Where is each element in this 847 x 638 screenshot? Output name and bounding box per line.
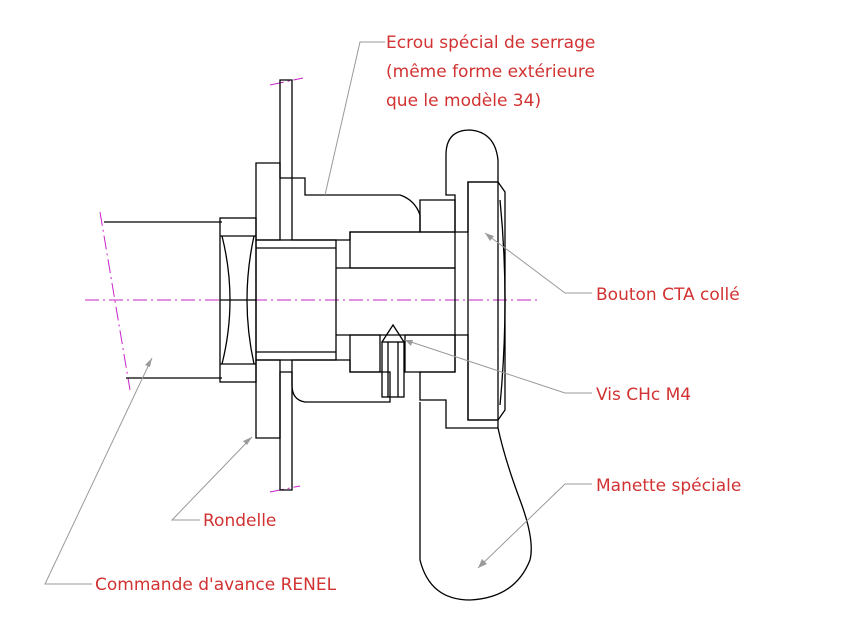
bore <box>336 267 456 336</box>
panel <box>279 79 293 491</box>
label-ecrou-line3: que le modèle 34) <box>386 91 541 111</box>
panel-center-line-bottom <box>269 485 301 493</box>
label-manette: Manette spéciale <box>596 476 741 496</box>
arrow-manette <box>478 559 487 568</box>
arrow-rondelle <box>243 437 252 445</box>
handle-hub <box>419 129 499 429</box>
arrow-commande <box>145 358 152 367</box>
break-line <box>99 211 131 391</box>
label-bouton: Bouton CTA collé <box>596 285 740 305</box>
leader-ecrou <box>324 41 385 196</box>
hex-nut <box>219 217 257 383</box>
leader-vis <box>404 339 592 394</box>
label-vis: Vis CHc M4 <box>596 385 691 405</box>
leader-rondelle <box>170 436 253 521</box>
arrow-vis <box>405 340 413 346</box>
label-ecrou-line1: Ecrou spécial de serrage <box>386 33 595 53</box>
leader-bouton <box>484 232 592 294</box>
socket-screw <box>381 323 405 398</box>
leader-manette <box>477 483 592 569</box>
panel-center-line <box>269 77 304 86</box>
label-rondelle: Rondelle <box>203 511 276 531</box>
label-commande: Commande d'avance RENEL <box>95 575 337 595</box>
cta-button <box>467 181 506 421</box>
leader-lines <box>44 41 592 585</box>
arrow-bouton <box>485 233 494 241</box>
label-ecrou-line2: (même forme extérieure <box>386 62 595 82</box>
special-handle <box>419 402 532 601</box>
clamping-nut <box>291 177 421 403</box>
leader-commande <box>44 357 153 585</box>
